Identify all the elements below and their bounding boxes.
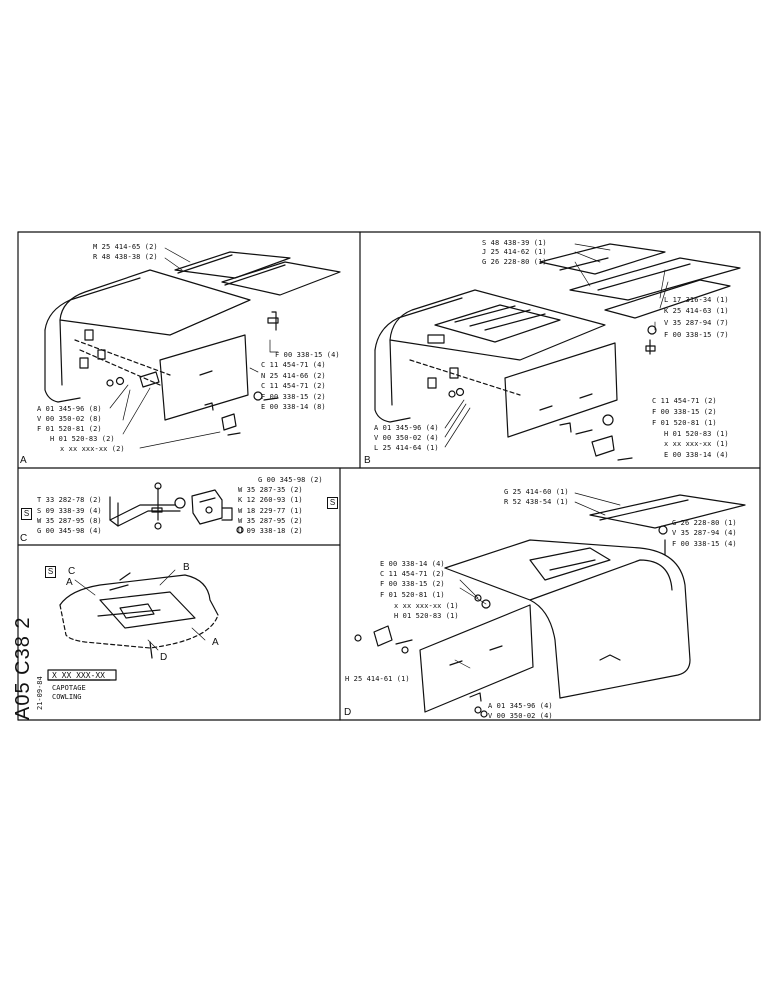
part-label: F 01 520-81 (1): [380, 591, 445, 599]
part-label: G 25 414-60 (1): [504, 488, 569, 496]
sheet-code: A05 C38 2: [12, 616, 34, 720]
panel-frame-lines: [17, 231, 761, 721]
part-label: C 11 454-71 (2): [261, 382, 326, 390]
part-label: A 01 345-96 (8): [37, 405, 102, 413]
part-label: V 00 350-02 (4): [488, 712, 553, 720]
panel-c-letter: C: [20, 533, 28, 544]
part-label: L 25 414-64 (1): [374, 444, 439, 452]
part-number: X XX XXX-XX: [52, 671, 105, 680]
part-label: K 25 414-63 (1): [664, 307, 729, 315]
part-label: x xx xxx-xx (1): [394, 602, 459, 610]
part-label: F 00 338-15 (2): [380, 580, 445, 588]
panel-a-drawing: [44, 247, 341, 449]
part-label: C 11 454-71 (4): [261, 361, 326, 369]
part-label: E 00 338-14 (4): [380, 560, 445, 568]
part-label: J 25 414-62 (1): [482, 248, 547, 256]
title-english: COWLING: [52, 693, 82, 701]
panel-d-letter: D: [344, 707, 352, 718]
part-label: G 00 345-98 (2): [258, 476, 323, 484]
part-label: G 26 228-80 (1): [482, 258, 547, 266]
part-label: F 00 338-15 (2): [652, 408, 717, 416]
part-label: E 00 338-14 (4): [664, 451, 729, 459]
part-label: E 00 338-14 (8): [261, 403, 326, 411]
part-label: F 01 520-81 (1): [652, 419, 717, 427]
part-label: S 48 438-39 (1): [482, 239, 547, 247]
panel-c-drawing: [109, 482, 244, 534]
part-label: H 01 520-83 (1): [664, 430, 729, 438]
part-label: x xx xxx-xx (2): [60, 445, 125, 453]
part-label: V 00 350-02 (4): [374, 434, 439, 442]
part-label: V 00 350-02 (8): [37, 415, 102, 423]
part-label: K 12 260-93 (1): [238, 496, 303, 504]
overview-s-tag: S: [45, 566, 56, 578]
part-label: G 26 228-80 (1): [672, 519, 737, 527]
part-label: S 09 338-39 (4): [37, 507, 102, 515]
overview-callout-b: B: [183, 562, 190, 573]
panel-d-drawing: [354, 492, 746, 718]
part-label: x xx xxx-xx (1): [664, 440, 729, 448]
part-label: A 01 345-96 (4): [374, 424, 439, 432]
part-label: F 00 338-15 (4): [275, 351, 340, 359]
part-label: W 35 287-95 (2): [238, 517, 303, 525]
part-label: G 00 345-98 (4): [37, 527, 102, 535]
part-label: C 11 454-71 (2): [380, 570, 445, 578]
panel-b-letter: B: [364, 455, 371, 466]
part-label: M 25 414-65 (2): [93, 243, 158, 251]
part-label: F 00 338-15 (2): [261, 393, 326, 401]
title-block-lines: [47, 669, 117, 681]
part-label: F 00 338-15 (7): [664, 331, 729, 339]
overview-callout-a: A: [212, 637, 219, 648]
panel-b-drawing: [374, 243, 741, 461]
overview-sketch: [59, 569, 219, 659]
part-label: F 00 338-15 (4): [672, 540, 737, 548]
part-label: H 01 520-83 (1): [394, 612, 459, 620]
part-label: H 01 520-83 (2): [50, 435, 115, 443]
part-label: T 33 282-78 (2): [37, 496, 102, 504]
title-french: CAPOTAGE: [52, 684, 86, 692]
part-label: V 35 287-94 (4): [672, 529, 737, 537]
overview-callout-a: A: [66, 577, 73, 588]
part-label: F 01 520-81 (2): [37, 425, 102, 433]
part-label: L 17 316-34 (1): [664, 296, 729, 304]
part-label: V 35 287-94 (7): [664, 319, 729, 327]
part-label: N 25 414-66 (2): [261, 372, 326, 380]
part-label: A 01 345-96 (4): [488, 702, 553, 710]
overview-callout-d: D: [160, 652, 168, 663]
panel-a-letter: A: [20, 455, 27, 466]
part-label: W 35 287-35 (2): [238, 486, 303, 494]
part-label: R 48 438-38 (2): [93, 253, 158, 261]
section-s-tag: S: [327, 497, 338, 509]
part-label: H 25 414-61 (1): [345, 675, 410, 683]
part-label: R 52 438-54 (1): [504, 498, 569, 506]
overview-callout-c: C: [68, 566, 76, 577]
sheet-date: 21-09-84: [36, 676, 44, 710]
part-label: U 09 338-18 (2): [238, 527, 303, 535]
part-label: C 11 454-71 (2): [652, 397, 717, 405]
part-label: W 18 229-77 (1): [238, 507, 303, 515]
section-s-tag: S: [21, 508, 32, 520]
part-label: W 35 287-95 (8): [37, 517, 102, 525]
